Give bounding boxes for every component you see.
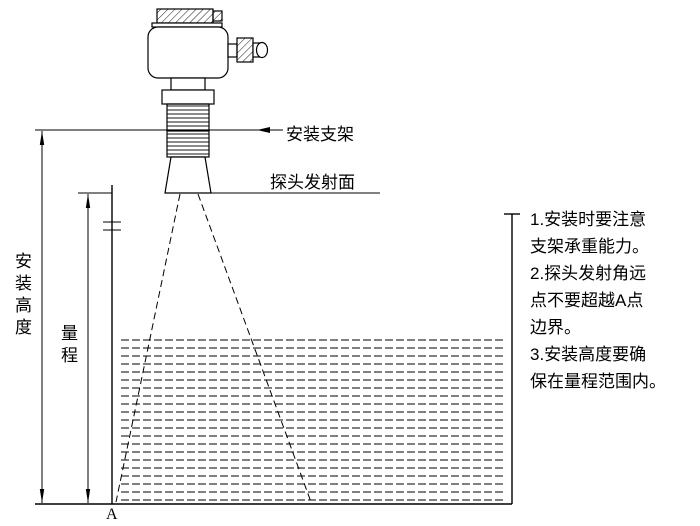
installation-height-label: 安装高度 xyxy=(12,252,31,340)
range-dimension xyxy=(85,194,91,503)
sensor-collar xyxy=(161,89,215,105)
dim-arrow-up xyxy=(39,131,45,145)
liquid-surface xyxy=(118,338,506,502)
sensor-thread-lower xyxy=(166,130,210,158)
note-line: 1.安装时要注意 xyxy=(530,210,647,229)
tank xyxy=(35,185,520,505)
probe-emitting-surface-label: 探头发射面 xyxy=(270,173,355,192)
dim-arrow-down xyxy=(39,489,45,503)
mounting-bracket-label: 安装支架 xyxy=(286,125,354,144)
bracket-arrow xyxy=(257,127,283,133)
note-line: 支架承重能力。 xyxy=(530,237,649,256)
note-line: 2.探头发射角远 xyxy=(530,264,647,283)
cable-gland-nut xyxy=(236,37,254,63)
sensor-cap xyxy=(156,8,214,24)
note-line: 保在量程范围内。 xyxy=(530,372,666,391)
cable-gland-cap xyxy=(255,41,269,59)
note-line: 边界。 xyxy=(530,318,581,337)
installation-height-dimension xyxy=(39,131,45,503)
sensor-housing xyxy=(147,26,229,79)
dim-arrow-down xyxy=(85,489,91,503)
sensor-cap-tab xyxy=(212,10,223,22)
cable-gland-neck xyxy=(227,43,238,58)
measuring-range-label: 量程 xyxy=(58,324,77,368)
note-line: 3.安装高度要确 xyxy=(530,345,647,364)
bracket-arrowhead xyxy=(257,127,270,133)
level-sensor xyxy=(147,8,269,194)
dim-arrow-up xyxy=(85,194,91,208)
point-a-label: A xyxy=(106,506,118,523)
sensor-neck xyxy=(170,77,206,91)
note-line: 点不要超越A点 xyxy=(530,291,644,310)
sensor-thread-upper xyxy=(166,103,210,131)
installation-notes: 1.安装时要注意 支架承重能力。 2.探头发射角远 点不要超越A点 边界。 3.… xyxy=(530,206,700,395)
sensor-horn xyxy=(164,156,212,194)
